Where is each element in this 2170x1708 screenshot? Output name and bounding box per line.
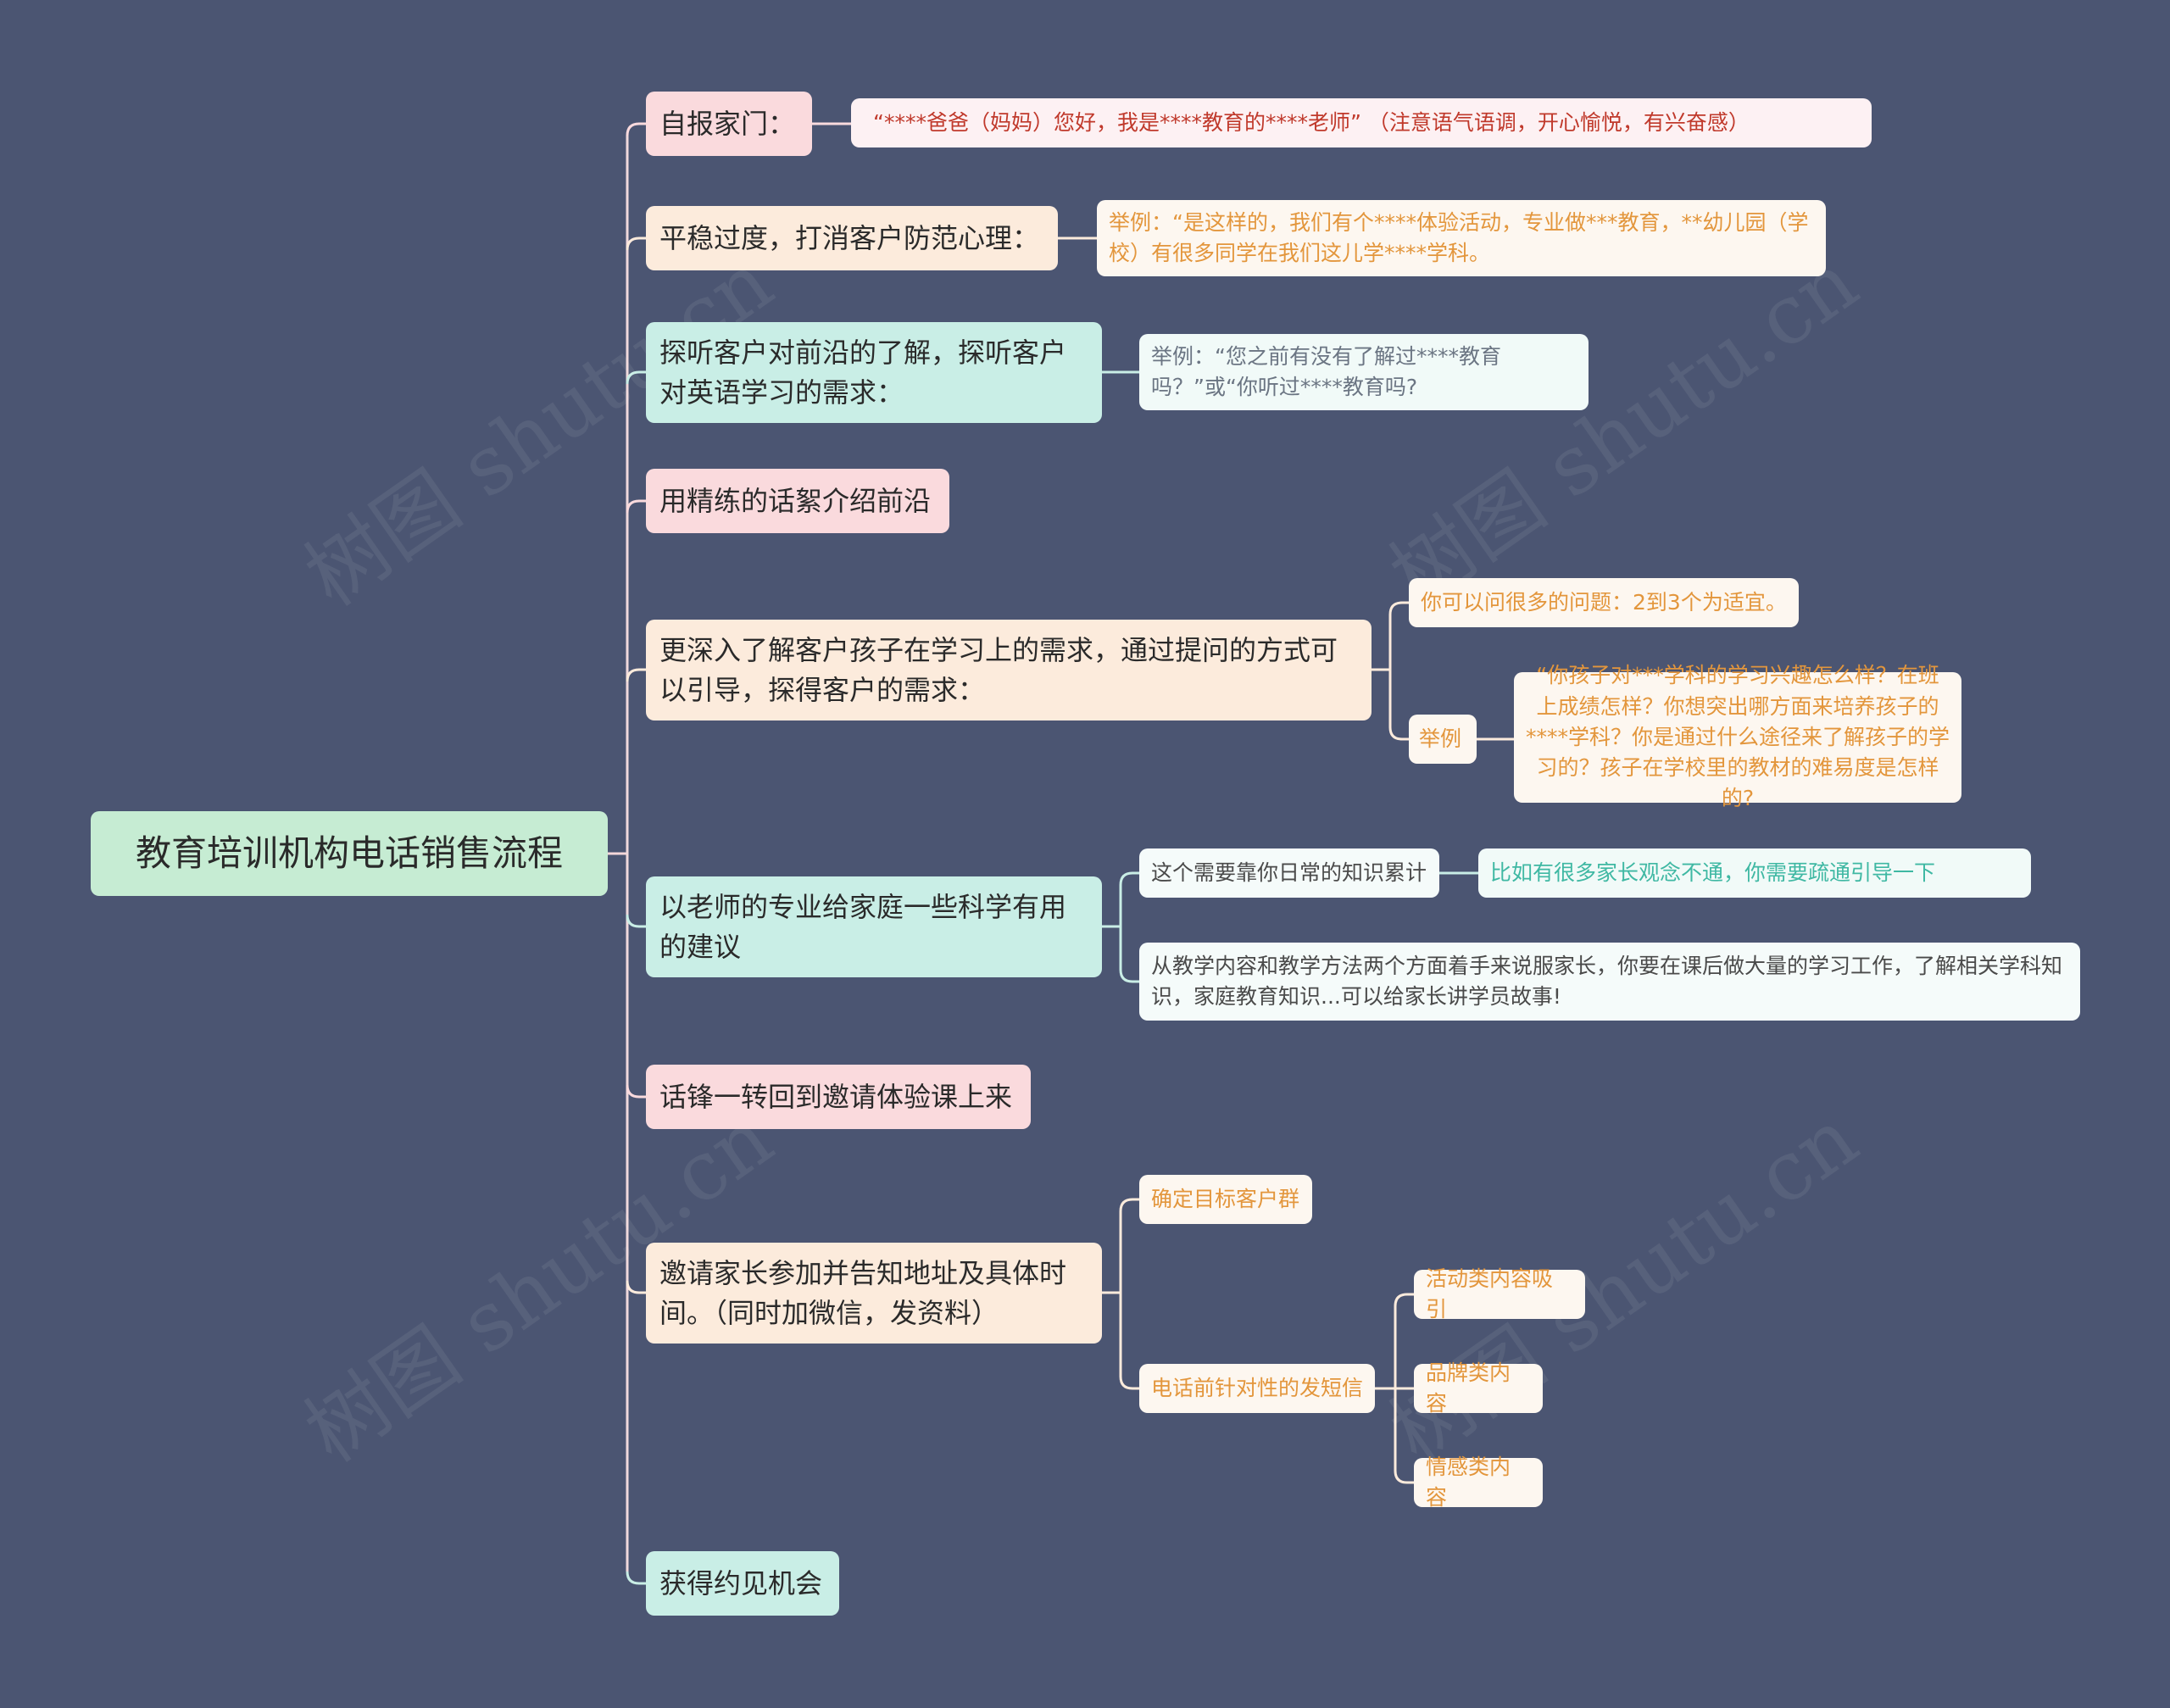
leaf-example-questions[interactable]: “你孩子对***学科的学习兴趣怎么样？在班上成绩怎样？你想突出哪方面来培养孩子的… [1514, 663, 1961, 810]
connector-line [1388, 670, 1409, 741]
leaf-brand-content[interactable]: 品牌类内容 [1414, 1360, 1543, 1416]
connector-line [626, 1280, 646, 1294]
connector-line [626, 914, 646, 928]
branch-professional-advice[interactable]: 以老师的专业给家庭一些科学有用的建议 [646, 876, 1102, 977]
connector-line [626, 122, 646, 136]
branch-deeper-needs[interactable]: 更深入了解客户孩子在学习上的需求，通过提问的方式可以引导，探得客户的需求： [646, 620, 1372, 720]
connector-line [1119, 1198, 1139, 1293]
branch-get-appointment[interactable]: 获得约见机会 [646, 1551, 839, 1616]
connector-line [1394, 1293, 1414, 1388]
branch-ease-defense[interactable]: 平稳过度，打消客户防范心理： [646, 206, 1058, 270]
connector-line [626, 668, 646, 682]
connector-line [1119, 926, 1139, 983]
branch-introduce-briefly[interactable]: 用精练的话絮介绍前沿 [646, 469, 949, 533]
leaf-greeting-script[interactable]: “****爸爸（妈妈）您好，我是****教育的****老师” （注意语气语调，开… [851, 98, 1872, 147]
leaf-activity-content[interactable]: 活动类内容吸引 [1414, 1266, 1585, 1321]
leaf-example-question[interactable]: 举例：“您之前有没有了解过****教育吗？”或“你听过****教育吗? [1139, 334, 1589, 410]
leaf-send-sms[interactable]: 电话前针对性的发短信 [1139, 1364, 1375, 1413]
connector-line [1119, 1293, 1139, 1390]
connector-line [626, 1571, 646, 1585]
connector-line [626, 1084, 646, 1099]
connector-line [1394, 1388, 1414, 1484]
connector-line [1388, 601, 1409, 670]
leaf-ask-questions[interactable]: 你可以问很多的问题：2到3个为适宜。 [1409, 578, 1799, 627]
branch-probe-needs[interactable]: 探听客户对前沿的了解，探听客户对英语学习的需求： [646, 322, 1102, 423]
branch-back-to-trial[interactable]: 话锋一转回到邀请体验课上来 [646, 1065, 1031, 1129]
leaf-target-customers[interactable]: 确定目标客户群 [1139, 1175, 1312, 1224]
root-topic[interactable]: 教育培训机构电话销售流程 [91, 811, 608, 896]
connector-line [626, 236, 646, 251]
leaf-guide-parents[interactable]: 比如有很多家长观念不通，你需要疏通引导一下 [1478, 848, 2031, 898]
leaf-example-label[interactable]: 举例 [1409, 715, 1477, 764]
branch-self-introduction[interactable]: 自报家门： [646, 92, 812, 156]
branch-invite-parents[interactable]: 邀请家长参加并告知地址及具体时间。（同时加微信，发资料） [646, 1243, 1102, 1344]
leaf-emotional-content[interactable]: 情感类内容 [1414, 1455, 1543, 1510]
leaf-knowledge-accumulation[interactable]: 这个需要靠你日常的知识累计 [1139, 848, 1439, 898]
leaf-example-activity[interactable]: 举例：“是这样的，我们有个****体验活动，专业做***教育，**幼儿园（学校）… [1097, 200, 1826, 276]
leaf-persuade-parents[interactable]: 从教学内容和教学方法两个方面着手来说服家长，你要在课后做大量的学习工作，了解相关… [1139, 943, 2080, 1021]
connector-line [626, 370, 646, 385]
connector-line [626, 499, 646, 514]
connector-line [1119, 871, 1139, 926]
